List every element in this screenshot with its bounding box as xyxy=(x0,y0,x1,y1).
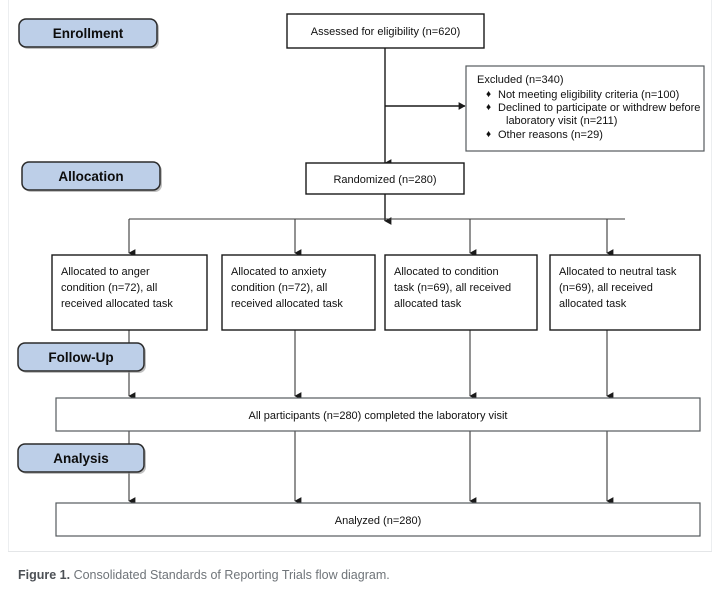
excluded-reason-line: Not meeting eligibility criteria (n=100) xyxy=(498,89,679,101)
node-box xyxy=(51,254,208,331)
excluded-reason-line: laboratory visit (n=211) xyxy=(506,115,617,127)
node-allocation-neutral: Allocated to neutral task (n=69), all re… xyxy=(549,254,701,331)
node-allocation-anger: Allocated to anger condition (n=72), all… xyxy=(51,254,208,331)
stage-label-text: Follow-Up xyxy=(48,350,113,365)
node-label-line: condition (n=72), all xyxy=(231,282,327,294)
node-box xyxy=(286,13,485,49)
pill-body xyxy=(17,443,145,473)
excluded-reason-item: ♦ Other reasons (n=29) xyxy=(486,129,603,141)
consort-flow-diagram: Enrollment Allocation Follow-Up Analysis xyxy=(17,13,705,537)
node-box xyxy=(549,254,701,331)
node-label: Assessed for eligibility (n=620) xyxy=(311,26,461,38)
node-box xyxy=(465,65,705,152)
node-analyzed: Analyzed (n=280) xyxy=(55,502,701,537)
stage-label-analysis: Analysis xyxy=(17,443,146,474)
stage-label-allocation: Allocation xyxy=(21,161,162,192)
figure-caption-label: Figure 1. xyxy=(18,568,71,582)
pill-body xyxy=(17,342,145,372)
bullet-icon: ♦ xyxy=(486,89,491,100)
node-assessed-for-eligibility: Assessed for eligibility (n=620) xyxy=(286,13,485,49)
bullet-icon: ♦ xyxy=(486,102,491,113)
excluded-reason-item: ♦ Not meeting eligibility criteria (n=10… xyxy=(486,89,679,101)
caption-separator xyxy=(8,551,712,552)
node-label: All participants (n=280) completed the l… xyxy=(249,410,508,422)
node-label-line: Allocated to anxiety xyxy=(231,266,327,278)
pill-body xyxy=(18,18,158,48)
page-right-rule xyxy=(711,0,712,551)
node-allocation-condition: Allocated to condition task (n=69), all … xyxy=(384,254,538,331)
node-label-line: Allocated to condition xyxy=(394,266,499,278)
node-randomized: Randomized (n=280) xyxy=(305,162,465,195)
node-label-line: allocated task xyxy=(559,298,627,310)
page-left-rule xyxy=(8,0,9,551)
node-label-line: received allocated task xyxy=(231,298,343,310)
figure-caption-text: Consolidated Standards of Reporting Tria… xyxy=(73,568,390,582)
bullet-icon: ♦ xyxy=(486,129,491,140)
stage-label-followup: Follow-Up xyxy=(17,342,146,373)
excluded-reason-line: Other reasons (n=29) xyxy=(498,129,603,141)
excluded-reason-line: Declined to participate or withdrew befo… xyxy=(498,102,700,114)
node-label-line: Allocated to neutral task xyxy=(559,266,677,278)
excluded-reason-item: ♦ Declined to participate or withdrew be… xyxy=(486,102,700,127)
figure-caption: Figure 1. Consolidated Standards of Repo… xyxy=(18,567,708,584)
node-box xyxy=(384,254,538,331)
connectors xyxy=(128,48,625,505)
node-label-line: task (n=69), all received xyxy=(394,282,511,294)
node-box xyxy=(305,162,465,195)
node-label-line: allocated task xyxy=(394,298,462,310)
node-allocation-anxiety: Allocated to anxiety condition (n=72), a… xyxy=(221,254,376,331)
node-box xyxy=(55,397,701,432)
stage-label-text: Analysis xyxy=(53,451,109,466)
stage-label-text: Allocation xyxy=(58,169,123,184)
node-label-line: condition (n=72), all xyxy=(61,282,157,294)
node-box xyxy=(221,254,376,331)
node-box xyxy=(55,502,701,537)
node-excluded: Excluded (n=340) ♦ Not meeting eligibili… xyxy=(465,65,705,152)
excluded-title: Excluded (n=340) xyxy=(477,74,564,86)
node-label-line: Allocated to anger xyxy=(61,266,150,278)
node-followup-all-participants: All participants (n=280) completed the l… xyxy=(55,397,701,432)
stage-label-enrollment: Enrollment xyxy=(18,18,159,49)
stage-label-text: Enrollment xyxy=(53,26,124,41)
node-label-line: received allocated task xyxy=(61,298,173,310)
node-label-line: (n=69), all received xyxy=(559,282,653,294)
pill-body xyxy=(21,161,161,191)
node-label: Analyzed (n=280) xyxy=(335,515,422,527)
node-label: Randomized (n=280) xyxy=(333,174,436,186)
